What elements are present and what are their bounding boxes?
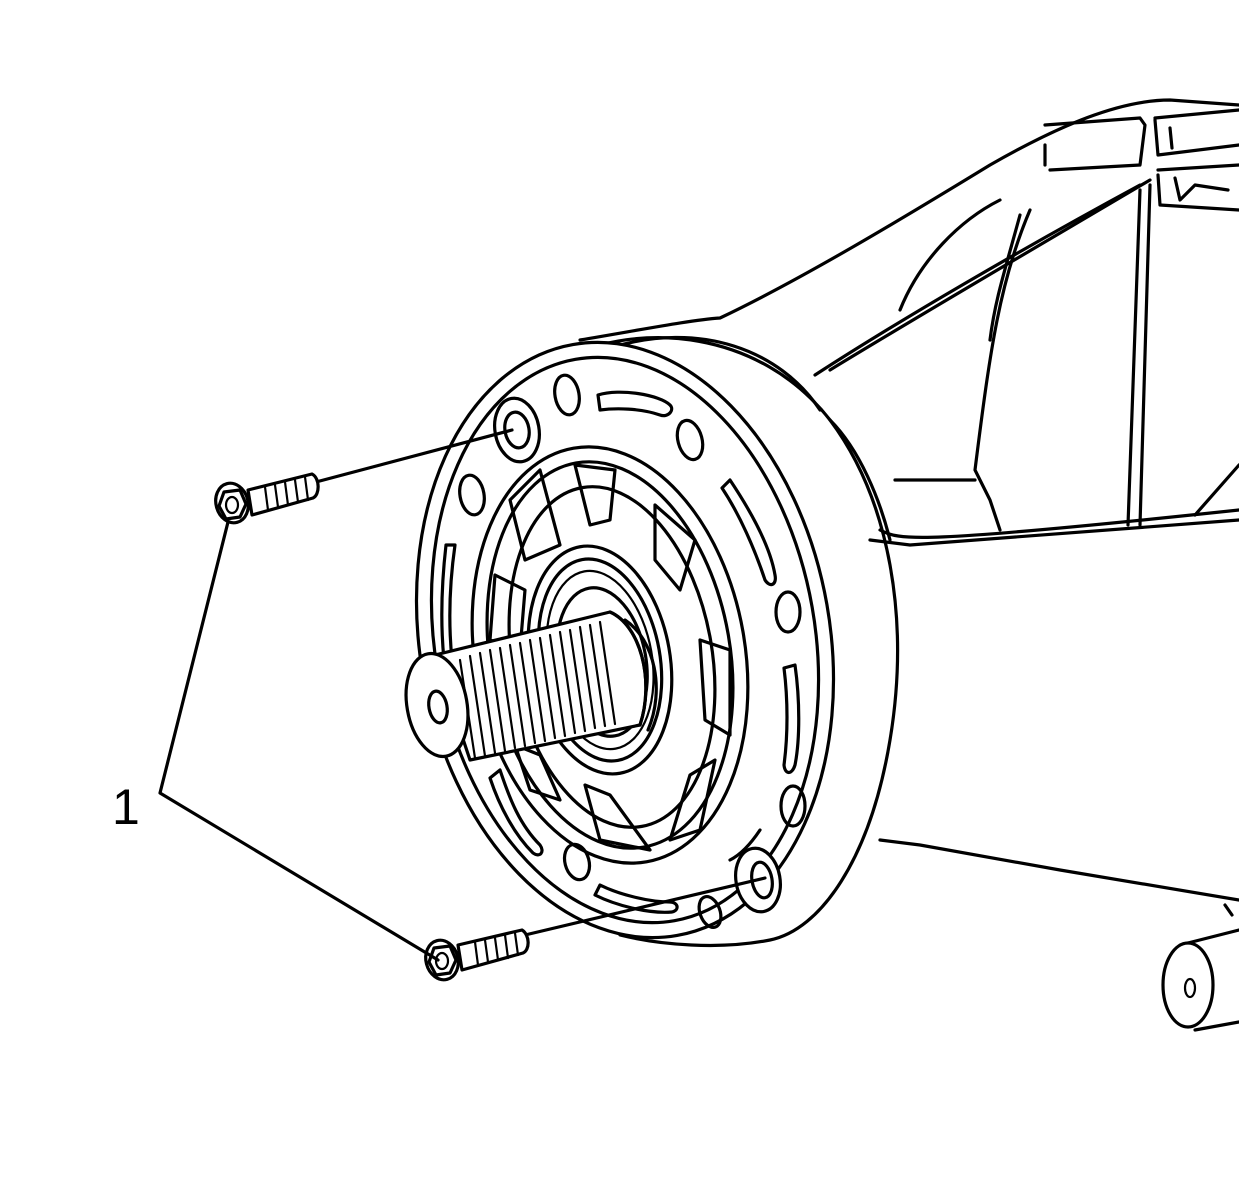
- callout-label-1: 1: [112, 779, 140, 835]
- bolt-upper: [214, 428, 514, 525]
- bolt-lower: [424, 876, 767, 982]
- transmission-case: [578, 98, 1239, 1032]
- callout-leader-lines: [158, 520, 440, 962]
- input-shaft: [404, 610, 658, 762]
